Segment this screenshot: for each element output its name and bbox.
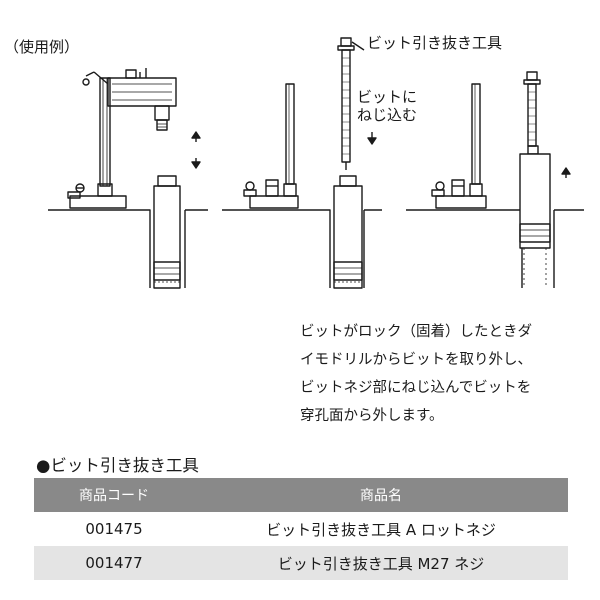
table-header-row: 商品コード 商品名 [34,478,568,512]
header-product-code: 商品コード [34,478,194,512]
usage-example-label: （使用例） [4,38,80,56]
tool-label: ビット引き抜き工具 [367,34,502,52]
panel-pull-out [406,71,584,288]
table-row: 001475 ビット引き抜き工具 A ロットネジ [34,512,568,546]
description-line: ビットがロック（固着）したときダ [300,324,532,340]
section-title: ●ビット引き抜き工具 [36,456,199,475]
product-name-cell: ビット引き抜き工具 A ロットネジ [266,520,496,539]
description-line: イモドリルからビットを取り外し、 [300,352,532,368]
screw-label-line1: ビットに [357,88,417,106]
screw-label-line2: ねじ込む [357,106,417,124]
product-table: 商品コード 商品名 001475 ビット引き抜き工具 A ロットネジ 00147… [34,478,568,580]
usage-illustration: ビット引き抜き工具 ビットに ねじ込む [48,34,584,289]
product-code-cell: 001475 [85,520,143,538]
panel-drill-with-bit [48,68,208,289]
product-name-cell: ビット引き抜き工具 M27 ネジ [194,546,568,580]
header-product-name: 商品名 [194,478,568,512]
table-row: 001477 ビット引き抜き工具 M27 ネジ [34,546,568,580]
description-line: ビットネジ部にねじ込んでビットを [300,380,532,396]
panel-screw-in [222,37,382,289]
description-line: 穿孔面から外します。 [300,408,444,424]
product-code-cell: 001477 [34,546,194,580]
description: ビットがロック（固着）したときダ イモドリルからビットを取り外し、 ビットネジ部… [300,318,592,430]
